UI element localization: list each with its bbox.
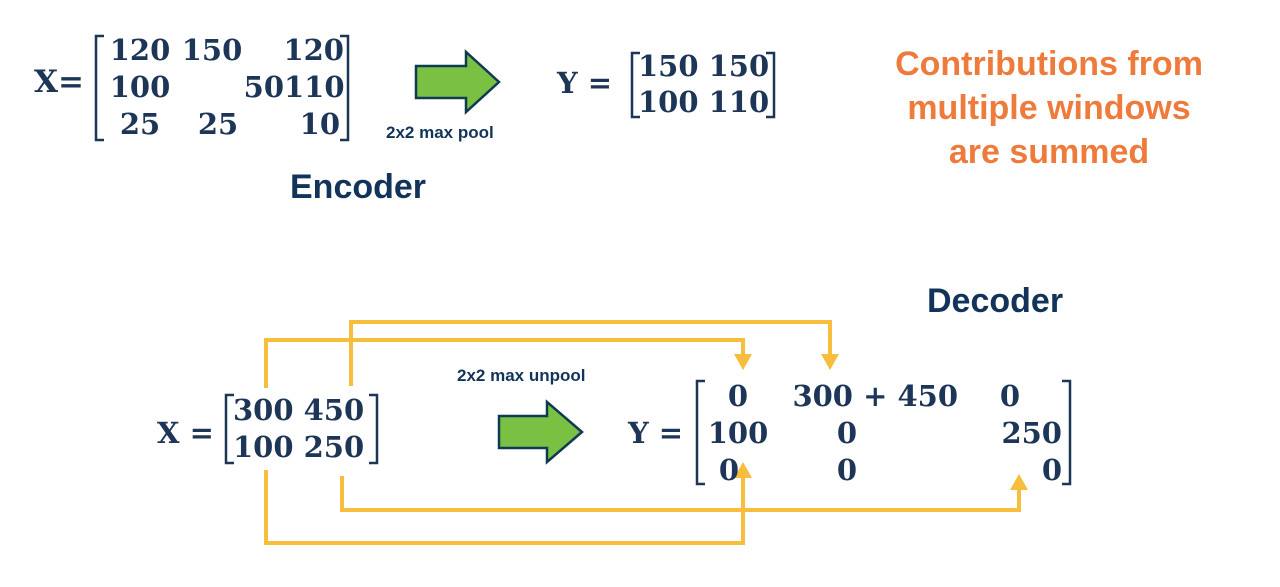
- matrix-cell: 100: [109, 70, 171, 104]
- note-line: are summed: [948, 133, 1150, 171]
- decoder-y-matrix: 0 300 + 450 0 100 0 250 0 0 0: [704, 378, 1064, 489]
- matrix-row: 100 110: [638, 85, 770, 119]
- encoder-x-label: X=: [34, 64, 85, 100]
- decoder-y-label: Y =: [628, 416, 684, 450]
- connector-450-line: [349, 320, 832, 386]
- encoder-y-right-bracket: [766, 51, 776, 119]
- connector-250-arrowhead-icon: [1010, 474, 1028, 490]
- matrix-cell: 0: [836, 416, 858, 450]
- encoder-y-label: Y =: [557, 66, 613, 100]
- matrix-cell: 100: [707, 416, 769, 450]
- encoder-title: Encoder: [290, 168, 427, 206]
- note-line: Contributions from: [895, 45, 1203, 83]
- connector-250-line: [340, 476, 1021, 512]
- connector-450-arrowhead-icon: [821, 354, 839, 370]
- connector-100-line: [264, 470, 745, 545]
- matrix-cell: 50: [243, 70, 284, 104]
- matrix-cell: 300 + 450: [792, 379, 958, 413]
- matrix-cell: 110: [284, 70, 345, 104]
- decoder-x-label: X =: [157, 416, 214, 450]
- matrix-cell: 0: [718, 453, 740, 487]
- encoder-arrow-icon: [414, 49, 501, 115]
- decoder-y-row-1: 0 300 + 450 0: [704, 378, 1064, 415]
- decoder-x-matrix: 300 450 100 250: [233, 392, 373, 466]
- decoder-y-left-bracket: [695, 379, 705, 486]
- encoder-x-left-bracket: [94, 34, 104, 142]
- unpool-label-text: 2x2 max unpool: [457, 366, 586, 385]
- connector-300-arrowhead-icon: [734, 354, 752, 370]
- matrix-cell: 120: [283, 33, 344, 67]
- matrix-cell: 0: [999, 379, 1021, 413]
- note-line: multiple windows: [907, 89, 1191, 127]
- connector-300-line: [264, 338, 745, 388]
- matrix-cell: 0: [727, 379, 749, 413]
- decoder-x-left-bracket: [224, 393, 234, 465]
- matrix-cell: 150: [181, 33, 243, 67]
- decoder-y-row-3: 0 0 0: [704, 452, 1064, 489]
- matrix-cell: 25: [119, 107, 161, 141]
- decoder-y-row-2: 100 0 250: [704, 415, 1064, 452]
- encoder-y-left-bracket: [630, 51, 640, 119]
- matrix-cell: 25: [197, 107, 239, 141]
- encoder-x-matrix: 120 150 120 100 50 110 25 25 10: [104, 32, 345, 143]
- matrix-cell: 250: [1001, 416, 1062, 450]
- matrix-cell: 0: [1041, 453, 1062, 487]
- matrix-cell: 120: [109, 33, 171, 67]
- summed-note: Contributions from multiple windows are …: [860, 42, 1238, 174]
- encoder-x-right-bracket: [340, 34, 350, 142]
- pool-label: 2x2 max pool: [386, 123, 494, 142]
- decoder-y-right-bracket: [1062, 379, 1072, 486]
- decoder-arrow-icon: [497, 399, 584, 465]
- matrix-cell: 10: [299, 107, 340, 141]
- matrix-row: 300 450: [233, 393, 365, 427]
- matrix-cell: 0: [836, 453, 858, 487]
- decoder-title: Decoder: [927, 282, 1064, 320]
- encoder-x-row-1: 120 150 120: [104, 32, 344, 69]
- unpool-label: 2x2 max unpool: [457, 366, 585, 386]
- decoder-x-right-bracket: [369, 393, 379, 465]
- encoder-y-matrix: 150 150 100 110: [638, 48, 770, 120]
- matrix-row: 150 150: [638, 49, 770, 83]
- matrix-row: 100 250: [233, 430, 365, 464]
- connector-100-arrowhead-icon: [734, 462, 752, 478]
- encoder-x-row-3: 25 25 10: [104, 106, 344, 143]
- encoder-x-row-2: 100 50 110: [104, 69, 345, 106]
